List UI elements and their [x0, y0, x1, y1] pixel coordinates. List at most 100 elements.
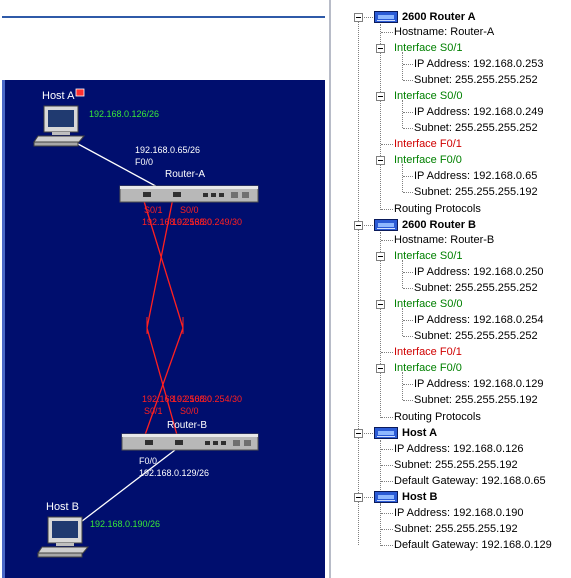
collapse-router-a-toggle[interactable] — [354, 13, 363, 22]
tree-router-b-s00-subnet[interactable]: Subnet: 255.255.255.252 — [414, 330, 538, 342]
tree-router-a-s00-subnet[interactable]: Subnet: 255.255.255.252 — [414, 122, 538, 134]
tree-router-b-if-f00[interactable]: Interface F0/0 — [394, 362, 462, 374]
tree-line-root — [358, 17, 359, 545]
topology-panel: Host A 192.168.0.126/26 192.168.0.65/26 … — [2, 16, 325, 578]
tree-router-a-s00-ip[interactable]: IP Address: 192.168.0.249 — [414, 106, 544, 118]
router-b-f0-addr: 192.168.0.129/26 — [139, 468, 209, 478]
tree-host-b-ip[interactable]: IP Address: 192.168.0.190 — [394, 507, 524, 519]
link-routerb-hostb — [72, 449, 176, 529]
tree-connector — [359, 497, 375, 498]
collapse-host-a-toggle[interactable] — [354, 429, 363, 438]
tree-router-b-s00-ip[interactable]: IP Address: 192.168.0.254 — [414, 314, 544, 326]
router-a-serial-addr-right: 192.168.0.249/30 — [172, 217, 242, 227]
tree-router-a-s01-ip[interactable]: IP Address: 192.168.0.253 — [414, 58, 544, 70]
note-flag-icon[interactable] — [75, 88, 85, 97]
panel-divider[interactable] — [329, 0, 331, 578]
tree-router-b-f00-ip[interactable]: IP Address: 192.168.0.129 — [414, 378, 544, 390]
serial-link-a-s00 — [146, 197, 174, 329]
router-a-f0-addr: 192.168.0.65/26 — [135, 145, 200, 155]
router-b-serial-addr-right: 192.168.0.254/30 — [172, 394, 242, 404]
tree-connector — [403, 336, 413, 337]
tree-router-a-f00-subnet[interactable]: Subnet: 255.255.255.192 — [414, 186, 538, 198]
collapse-router-b-f00-toggle[interactable] — [376, 364, 385, 373]
tree-connector — [381, 465, 393, 466]
serial-link-b-s01 — [144, 327, 184, 436]
topology-diagram: Host A 192.168.0.126/26 192.168.0.65/26 … — [33, 88, 259, 558]
tree-router-b-s01-subnet[interactable]: Subnet: 255.255.255.252 — [414, 282, 538, 294]
serial-link-b-s00 — [146, 327, 178, 436]
router-b-s01-label: S0/1 — [144, 406, 163, 416]
tree-line — [402, 164, 403, 192]
collapse-router-a-s01-toggle[interactable] — [376, 44, 385, 53]
tree-connector — [381, 529, 393, 530]
tree-connector — [381, 449, 393, 450]
collapse-router-b-s00-toggle[interactable] — [376, 300, 385, 309]
tree-connector — [359, 433, 375, 434]
tree-router-a-routing[interactable]: Routing Protocols — [394, 203, 481, 215]
tree-router-b-if-f01[interactable]: Interface F0/1 — [394, 346, 462, 358]
tree-router-a-f00-ip[interactable]: IP Address: 192.168.0.65 — [414, 170, 538, 182]
tree-host-a-subnet[interactable]: Subnet: 255.255.255.192 — [394, 459, 518, 471]
tree-host-b-subnet[interactable]: Subnet: 255.255.255.192 — [394, 523, 518, 535]
tree-connector — [381, 481, 393, 482]
collapse-router-a-f00-toggle[interactable] — [376, 156, 385, 165]
router-a-icon[interactable] — [119, 185, 259, 203]
host-b-computer-icon[interactable] — [37, 516, 90, 558]
host-b-ip: 192.168.0.190/26 — [90, 519, 160, 529]
host-icon — [374, 427, 398, 439]
tree-line — [402, 260, 403, 288]
tree-connector — [381, 209, 393, 210]
host-icon — [374, 491, 398, 503]
tree-router-b-f00-subnet[interactable]: Subnet: 255.255.255.192 — [414, 394, 538, 406]
tree-host-b-title[interactable]: Host B — [402, 491, 438, 503]
tree-line-host-b — [380, 504, 381, 546]
tree-host-a-gateway[interactable]: Default Gateway: 192.168.0.65 — [394, 475, 546, 487]
tree-router-b-if-s00[interactable]: Interface S0/0 — [394, 298, 463, 310]
tree-router-a-if-s00[interactable]: Interface S0/0 — [394, 90, 463, 102]
router-b-icon[interactable] — [121, 433, 259, 451]
tree-router-b-routing[interactable]: Routing Protocols — [394, 411, 481, 423]
tree-connector — [381, 240, 393, 241]
tree-router-a-if-f01[interactable]: Interface F0/1 — [394, 138, 462, 150]
tree-connector — [403, 320, 413, 321]
collapse-router-b-toggle[interactable] — [354, 221, 363, 230]
tree-router-a-if-f00[interactable]: Interface F0/0 — [394, 154, 462, 166]
tree-host-a-ip[interactable]: IP Address: 192.168.0.126 — [394, 443, 524, 455]
collapse-router-b-s01-toggle[interactable] — [376, 252, 385, 261]
tree-connector — [403, 64, 413, 65]
tree-router-b-s01-ip[interactable]: IP Address: 192.168.0.250 — [414, 266, 544, 278]
link-hosta-routera — [66, 137, 164, 191]
collapse-router-a-s00-toggle[interactable] — [376, 92, 385, 101]
serial-link-a-s01 — [142, 197, 184, 329]
tree-router-b-if-s01[interactable]: Interface S0/1 — [394, 250, 463, 262]
tree-router-b-hostname[interactable]: Hostname: Router-B — [394, 234, 495, 246]
tree-router-b-title[interactable]: 2600 Router B — [402, 219, 476, 231]
tree-connector — [403, 128, 413, 129]
tree-router-a-if-s01[interactable]: Interface S0/1 — [394, 42, 463, 54]
tree-router-a-hostname[interactable]: Hostname: Router-A — [394, 26, 495, 38]
router-b-f0-label: F0/0 — [139, 456, 157, 466]
router-a-s00-label: S0/0 — [180, 205, 199, 215]
tree-router-a-s01-subnet[interactable]: Subnet: 255.255.255.252 — [414, 74, 538, 86]
tree-connector — [381, 417, 393, 418]
tree-connector — [359, 225, 375, 226]
router-a-f0-label: F0/0 — [135, 157, 153, 167]
host-a-computer-icon[interactable] — [33, 105, 86, 147]
tree-connector — [359, 17, 375, 18]
tree-connector — [403, 80, 413, 81]
tree-connector — [403, 112, 413, 113]
router-a-serial-addr-overlap: 192.168.0.253/30 — [142, 217, 212, 227]
tree-connector — [403, 272, 413, 273]
tree-connector — [403, 384, 413, 385]
collapse-host-b-toggle[interactable] — [354, 493, 363, 502]
topology-canvas[interactable]: Host A 192.168.0.126/26 192.168.0.65/26 … — [2, 80, 325, 578]
tree-line — [402, 308, 403, 336]
tree-host-b-gateway[interactable]: Default Gateway: 192.168.0.129 — [394, 539, 552, 551]
host-a-label: Host A — [42, 90, 75, 102]
tree-connector — [381, 513, 393, 514]
tree-line-router-a — [380, 24, 381, 210]
router-b-label: Router-B — [167, 420, 207, 431]
tree-router-a-title[interactable]: 2600 Router A — [402, 11, 476, 23]
tree-host-a-title[interactable]: Host A — [402, 427, 438, 439]
top-rule — [2, 16, 325, 18]
